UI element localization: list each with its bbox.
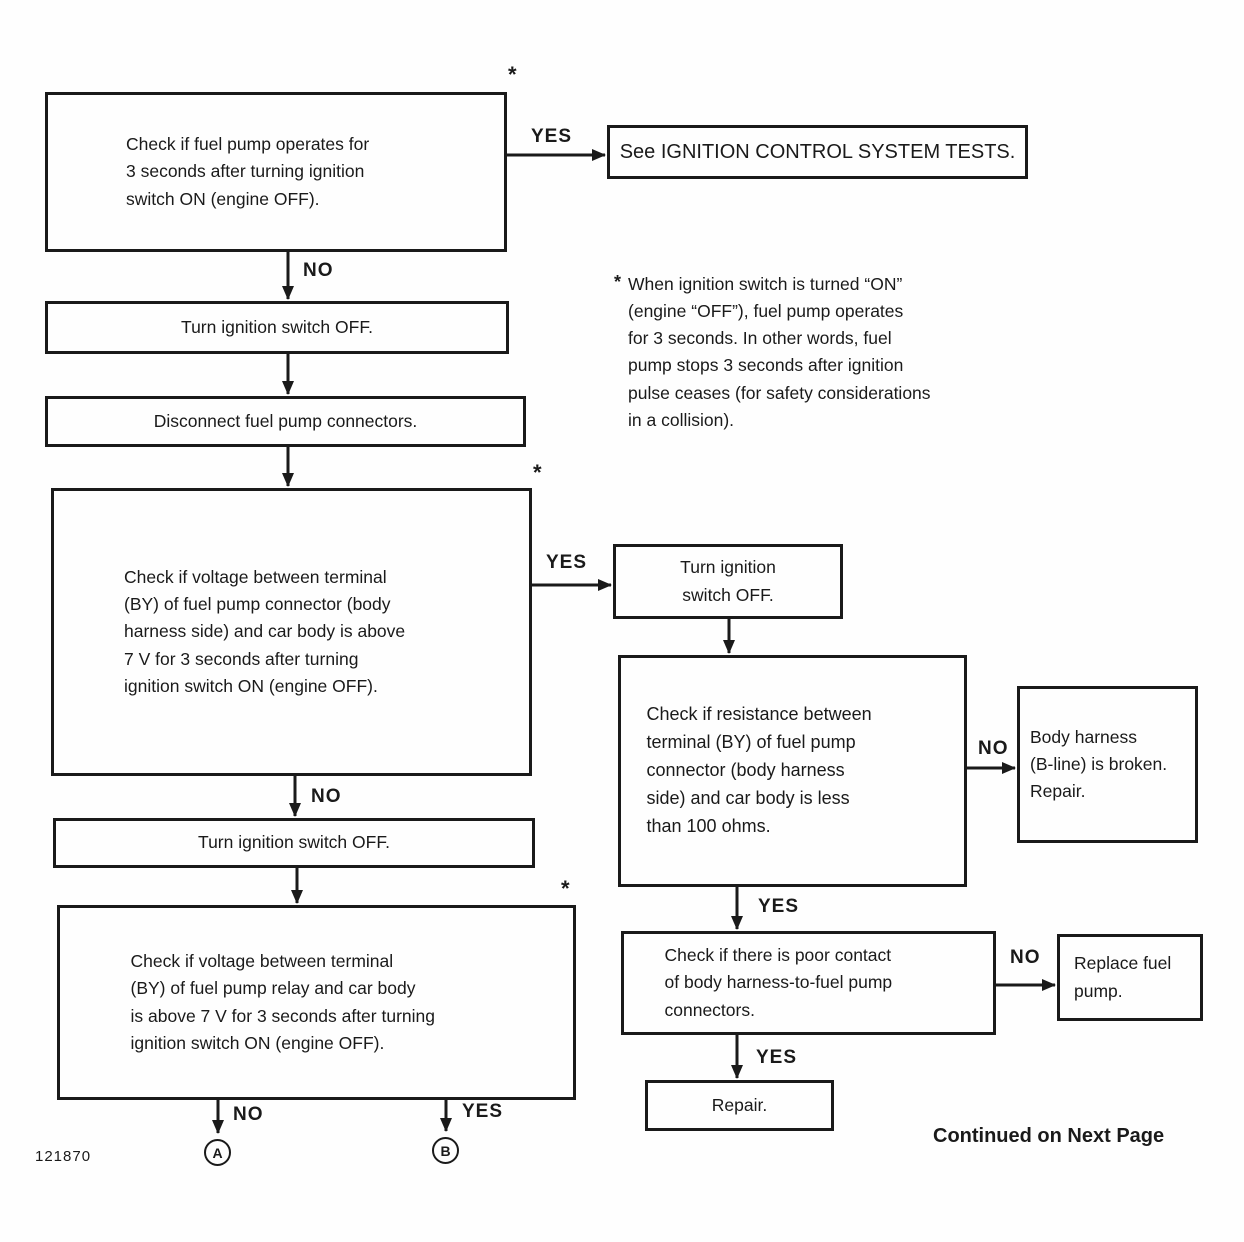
node-text: Check if fuel pump operates for 3 second… (126, 134, 370, 209)
continued-on-next-page: Continued on Next Page (933, 1125, 1165, 1147)
label-yes-contact: YES (756, 1047, 798, 1068)
node-check-voltage-relay: Check if voltage between terminal (BY) o… (57, 905, 576, 1100)
connector-b: B (432, 1137, 459, 1164)
label-no-contact: NO (1010, 947, 1041, 968)
asterisk-ref-1: * (508, 62, 517, 87)
footnote: * When ignition switch is turned “ON” (e… (614, 271, 1014, 434)
connector-b-label: B (440, 1142, 451, 1159)
footnote-text: When ignition switch is turned “ON” (eng… (628, 274, 931, 430)
node-text: Check if resistance between terminal (BY… (646, 704, 872, 836)
node-check-fuel-pump-operates: Check if fuel pump operates for 3 second… (45, 92, 507, 252)
node-text: Replace fuel pump. (1074, 953, 1172, 1001)
node-text: See IGNITION CONTROL SYSTEM TESTS. (619, 140, 1016, 163)
node-text: Repair. (711, 1094, 768, 1115)
figure-number: 121870 (35, 1148, 92, 1165)
label-yes-relay: YES (462, 1101, 504, 1122)
node-check-resistance: Check if resistance between terminal (BY… (618, 655, 967, 887)
node-text: Check if voltage between terminal (BY) o… (130, 951, 435, 1053)
connector-a: A (204, 1139, 231, 1166)
node-repair: Repair. (645, 1080, 834, 1131)
node-see-ignition-control-tests: See IGNITION CONTROL SYSTEM TESTS. (607, 125, 1028, 179)
node-turn-ignition-off-2: Turn ignition switch OFF. (613, 544, 843, 619)
node-text: Disconnect fuel pump connectors. (153, 410, 418, 431)
node-turn-ignition-off-3: Turn ignition switch OFF. (53, 818, 535, 868)
label-yes-pump: YES (531, 126, 573, 147)
node-text: Turn ignition switch OFF. (181, 316, 373, 337)
label-yes-resistance: YES (758, 896, 800, 917)
node-replace-fuel-pump: Replace fuel pump. (1057, 934, 1203, 1021)
asterisk-ref-2: * (533, 460, 542, 485)
label-no-relay: NO (233, 1104, 264, 1125)
node-text: Body harness (B-line) is broken. Repair. (1030, 726, 1168, 802)
node-text: Check if voltage between terminal (BY) o… (124, 567, 406, 696)
connector-a-label: A (212, 1144, 223, 1161)
asterisk-ref-3: * (561, 876, 570, 901)
label-no-pump: NO (303, 260, 334, 281)
node-text: Turn ignition switch OFF. (198, 832, 390, 853)
node-turn-ignition-off-1: Turn ignition switch OFF. (45, 301, 509, 354)
node-body-harness-broken: Body harness (B-line) is broken. Repair. (1017, 686, 1198, 843)
node-text: Turn ignition switch OFF. (680, 557, 776, 605)
node-text: Check if there is poor contact of body h… (664, 945, 893, 1020)
node-disconnect-fuel-pump-connectors: Disconnect fuel pump connectors. (45, 396, 526, 447)
footnote-asterisk: * (614, 272, 622, 292)
node-check-voltage-connector: Check if voltage between terminal (BY) o… (51, 488, 532, 776)
label-yes-voltage: YES (546, 552, 588, 573)
label-no-resistance: NO (978, 738, 1009, 759)
label-no-voltage: NO (311, 786, 342, 807)
node-check-poor-contact: Check if there is poor contact of body h… (621, 931, 996, 1035)
